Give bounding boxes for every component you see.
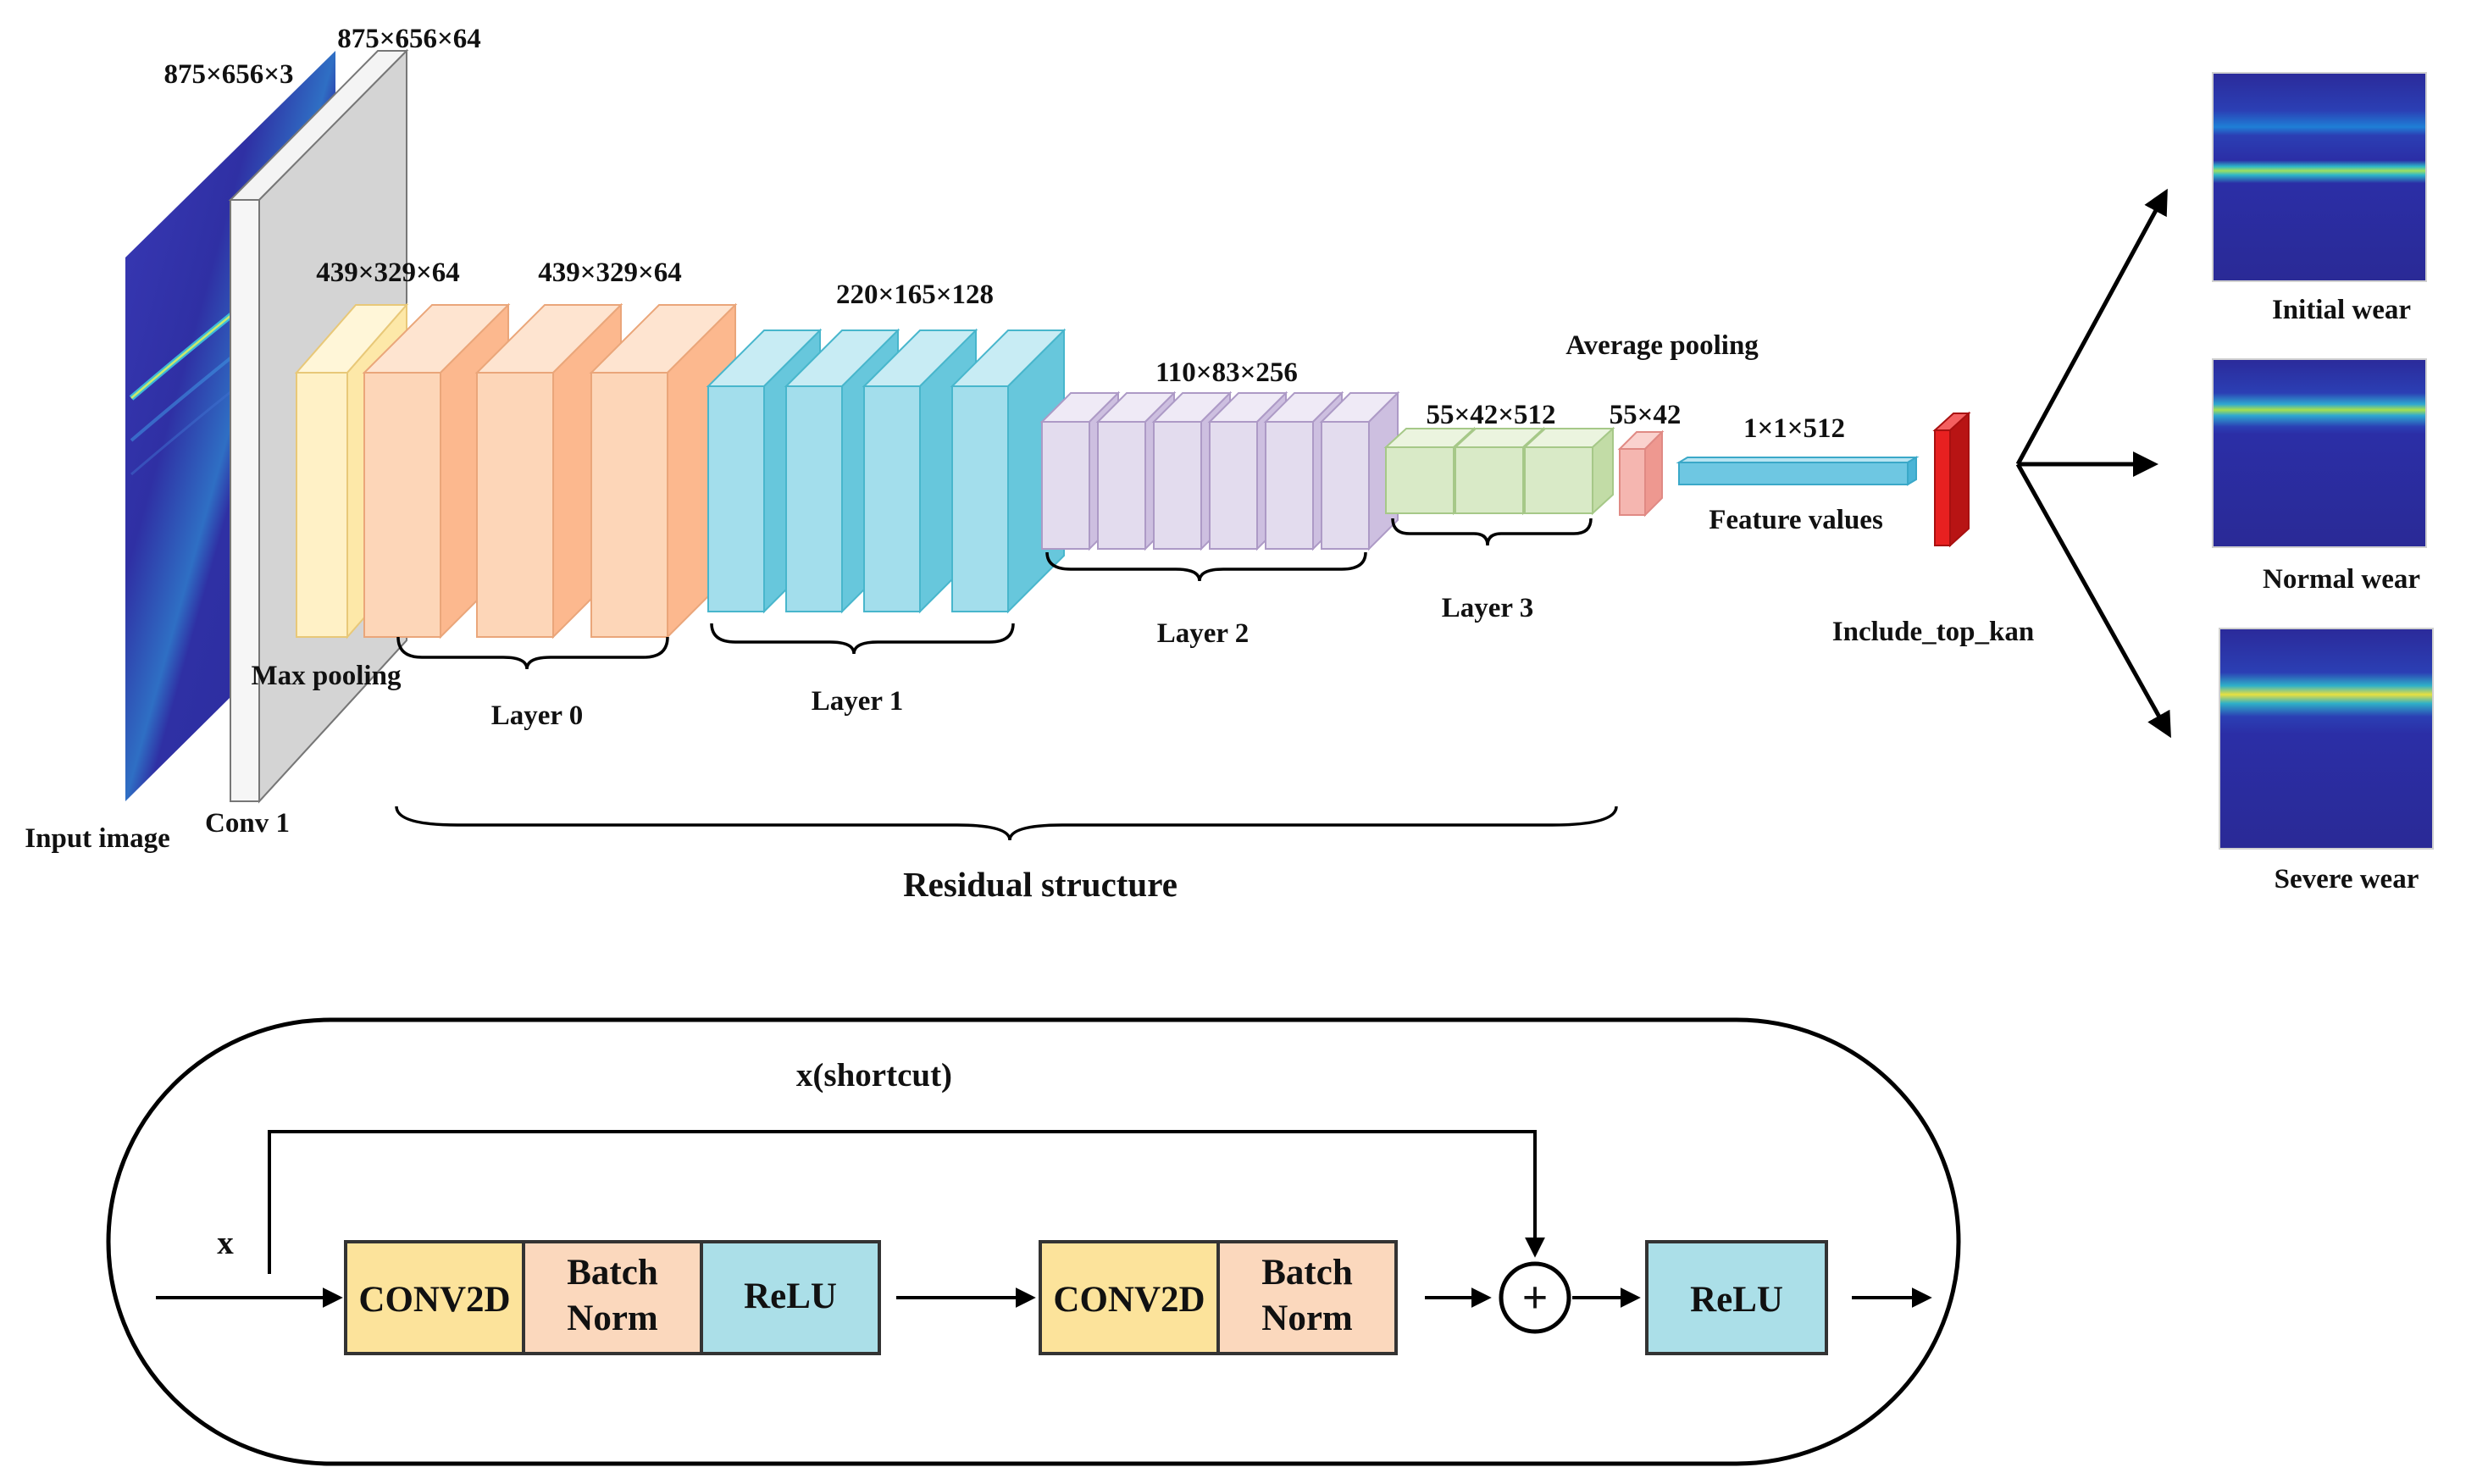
layer0-blocks bbox=[362, 302, 738, 640]
x-input-label: x bbox=[217, 1225, 234, 1261]
conv2d-box-1 bbox=[344, 1240, 525, 1355]
conv-bn-relu-group: CONV2D Batch Norm ReLU bbox=[344, 1240, 881, 1355]
arrow-to-severe bbox=[2015, 462, 2171, 739]
layer3-blocks bbox=[1383, 426, 1615, 516]
layer0-brace bbox=[396, 636, 669, 670]
layer3-dim-label: 55×42×512 bbox=[1426, 400, 1555, 430]
layer1-brace bbox=[710, 623, 1015, 655]
residual-structure-label: Residual structure bbox=[903, 865, 1178, 904]
output-normal: Normal wear bbox=[2212, 358, 2427, 595]
layer2-blocks bbox=[1039, 390, 1400, 551]
spectrogram-severe-icon bbox=[2219, 628, 2434, 850]
arrow-to-initial bbox=[2015, 188, 2168, 466]
residual-block-frame bbox=[106, 1017, 1961, 1466]
kan-label: Include_top_kan bbox=[1832, 617, 2034, 647]
maxpool-dim-label: 439×329×64 bbox=[316, 257, 460, 288]
output-severe: Severe wear bbox=[2219, 628, 2434, 894]
conv2d-box-2 bbox=[1039, 1240, 1220, 1355]
layer1-dim-label: 220×165×128 bbox=[836, 280, 994, 310]
layer3-brace bbox=[1391, 518, 1593, 546]
kan-block bbox=[1932, 411, 1971, 548]
feature-values-label: Feature values bbox=[1709, 505, 1883, 535]
avgpool-dim-label: 55×42 bbox=[1610, 400, 1682, 430]
relu-box-1 bbox=[700, 1240, 881, 1355]
spectrogram-initial-icon bbox=[2212, 72, 2427, 282]
norm-label-1: Norm bbox=[567, 1298, 658, 1338]
conv2d-label-2: CONV2D bbox=[1053, 1280, 1205, 1320]
plus-icon bbox=[1499, 1261, 1571, 1334]
layer3-label: Layer 3 bbox=[1442, 593, 1533, 623]
layer2-dim-label: 110×83×256 bbox=[1155, 357, 1298, 388]
maxpool-label: Max pooling bbox=[252, 661, 402, 691]
output-initial: Initial wear bbox=[2212, 72, 2427, 325]
conv1-label: Conv 1 bbox=[205, 808, 290, 839]
residual-brace bbox=[395, 806, 1618, 841]
layer2-brace bbox=[1045, 551, 1367, 582]
layer1-label: Layer 1 bbox=[812, 686, 903, 717]
input-image-label: Input image bbox=[25, 823, 169, 854]
output-arrows bbox=[2015, 188, 2171, 739]
feature-vector bbox=[1676, 456, 1920, 486]
layer3-block-3 bbox=[1522, 426, 1615, 516]
shortcut-label: x(shortcut) bbox=[796, 1057, 952, 1094]
avgpool-label: Average pooling bbox=[1565, 330, 1759, 361]
output-severe-label: Severe wear bbox=[2275, 864, 2419, 894]
layer1-blocks bbox=[706, 328, 1067, 614]
relu-box-2 bbox=[1645, 1240, 1828, 1355]
spectrogram-normal-icon bbox=[2212, 358, 2427, 548]
output-normal-label: Normal wear bbox=[2263, 564, 2420, 595]
output-initial-label: Initial wear bbox=[2272, 295, 2411, 325]
conv1-dim-label: 875×656×64 bbox=[337, 24, 481, 54]
layer2-label: Layer 2 bbox=[1157, 618, 1249, 649]
batch-label-2: Batch bbox=[1261, 1253, 1353, 1293]
feature-dim-label: 1×1×512 bbox=[1743, 413, 1845, 444]
batchnorm-box-2 bbox=[1216, 1240, 1398, 1355]
layer0-dim-label: 439×329×64 bbox=[538, 257, 682, 288]
shortcut-line bbox=[268, 1130, 1545, 1274]
conv-bn-group: CONV2D Batch Norm bbox=[1039, 1240, 1398, 1355]
plus-sign: + bbox=[1522, 1272, 1549, 1323]
relu-label-2: ReLU bbox=[1690, 1280, 1783, 1320]
conv2d-label-1: CONV2D bbox=[358, 1280, 510, 1320]
relu-label-1: ReLU bbox=[744, 1276, 837, 1316]
avgpool-block bbox=[1617, 429, 1665, 518]
addition-node: + bbox=[1499, 1261, 1571, 1334]
layer0-label: Layer 0 bbox=[491, 700, 583, 731]
input-dim-label: 875×656×3 bbox=[163, 59, 293, 90]
braces bbox=[395, 518, 1618, 841]
batchnorm-box-1 bbox=[522, 1240, 703, 1355]
norm-label-2: Norm bbox=[1261, 1298, 1353, 1338]
batch-label-1: Batch bbox=[567, 1253, 658, 1293]
